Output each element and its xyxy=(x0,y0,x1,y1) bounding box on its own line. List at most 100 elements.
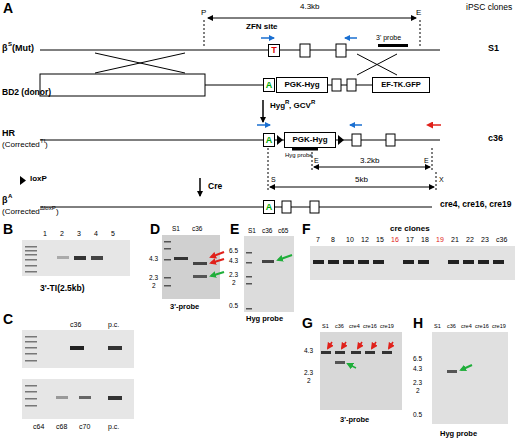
figure-label: 15 xyxy=(376,236,384,243)
figure-label: cre19 xyxy=(492,324,506,330)
gel-band xyxy=(493,260,504,264)
figure-label: Hyg probe xyxy=(246,315,283,323)
figure-label: 4.3 xyxy=(229,258,238,265)
band-arrow xyxy=(372,342,376,348)
panel-letter: F xyxy=(302,222,311,236)
vector-backbone xyxy=(40,74,205,96)
ladder-band xyxy=(25,398,37,400)
band-arrow xyxy=(211,252,224,257)
figure-label: 4.3 xyxy=(304,348,313,355)
primer-arrow xyxy=(261,37,274,39)
figure-label: E xyxy=(416,9,421,17)
figure-label: 2 xyxy=(307,378,311,385)
figure-label: 2.3 xyxy=(413,380,422,387)
band-arrow xyxy=(342,342,346,348)
figure-label: A xyxy=(8,193,12,199)
figure-label: c36 xyxy=(262,228,272,235)
site-line xyxy=(312,148,313,170)
figure-label: Hyg xyxy=(270,102,285,110)
figure-label: Cre xyxy=(208,182,222,191)
figure-label: TI xyxy=(40,138,45,144)
figure-label: X xyxy=(439,176,444,183)
figure-label: ) xyxy=(45,141,48,149)
figure-label: ) xyxy=(56,208,59,216)
figure-label: cre4 xyxy=(461,324,472,330)
figure-label: p.c. xyxy=(108,321,119,328)
primer-arrow xyxy=(257,124,270,126)
ladder-band xyxy=(25,265,37,267)
gel-band xyxy=(79,396,91,399)
gel-band xyxy=(448,260,459,264)
figure-label: 4.3kb xyxy=(300,3,320,11)
blot-band xyxy=(193,262,207,265)
figure-label: c65 xyxy=(278,228,288,235)
crossover-line xyxy=(95,53,185,73)
size-arrow xyxy=(314,167,430,168)
blot-image xyxy=(244,236,294,312)
blot-band xyxy=(262,260,274,263)
gel-band xyxy=(70,346,84,350)
panel-letter: C xyxy=(3,312,13,326)
panel-letter: A xyxy=(3,1,13,15)
loxp-triangle xyxy=(338,135,344,145)
figure-label: 21 xyxy=(451,236,459,243)
figure-label: c68 xyxy=(56,423,67,430)
ladder-band xyxy=(164,248,171,250)
exon-box xyxy=(336,44,346,57)
ladder-band xyxy=(25,360,37,362)
blot-image xyxy=(162,235,220,299)
figure-label: S1 xyxy=(434,324,441,330)
site-line xyxy=(420,20,421,48)
ladder-band xyxy=(246,262,252,264)
figure-label: (Corrected xyxy=(2,141,40,149)
blot-band xyxy=(351,351,361,354)
figure-label: 2 xyxy=(232,280,236,287)
figure-label: 2.3 xyxy=(304,370,313,377)
figure-label: 7 xyxy=(316,236,320,243)
figure-label: 2 xyxy=(152,283,156,290)
band-arrow xyxy=(211,272,224,276)
band-arrow xyxy=(328,342,332,348)
ladder-band xyxy=(25,405,37,407)
figure-label: S1 xyxy=(172,226,180,233)
loxp-triangle xyxy=(277,135,283,145)
figure-label: (Mut) xyxy=(12,44,34,53)
ladder-band xyxy=(246,283,252,285)
figure-label: 2 xyxy=(60,230,64,237)
step-arrow xyxy=(262,100,264,122)
figure-label: 6.5 xyxy=(229,248,238,255)
figure-label: c36 xyxy=(335,324,344,330)
band-arrow xyxy=(461,365,472,370)
panel-letter: H xyxy=(413,316,423,330)
blot-band xyxy=(365,351,375,354)
exon-box xyxy=(310,201,319,213)
figure-label: Hyg probe xyxy=(440,430,477,438)
figure-label: 10 xyxy=(346,236,354,243)
figure-label: E xyxy=(314,157,319,164)
figure-label: (Corrected xyxy=(2,208,40,216)
figure-label: S1 xyxy=(322,324,329,330)
legend-triangle xyxy=(20,176,26,185)
figure-label: S1 xyxy=(248,228,256,235)
figure-label: BD2 (donor) xyxy=(2,88,51,97)
box-text: PGK-Hyg xyxy=(284,81,319,89)
gel-band xyxy=(403,260,414,264)
band-arrow xyxy=(389,342,393,348)
figure-label: E xyxy=(424,157,429,164)
site-line xyxy=(204,20,205,48)
ladder-band xyxy=(164,259,171,261)
gel-image xyxy=(22,240,130,276)
ladder-band xyxy=(25,336,37,338)
gel-band xyxy=(358,260,369,264)
ladder-band xyxy=(25,341,37,343)
legend-text: loxP xyxy=(30,175,47,183)
gene-box: A xyxy=(263,200,275,214)
figure-label: 2.3 xyxy=(149,275,158,282)
gene-box: A xyxy=(263,78,275,92)
locus-line xyxy=(40,207,432,208)
ladder-band xyxy=(25,385,37,387)
figure-label: S xyxy=(271,176,276,183)
figure-label: 2 xyxy=(416,388,420,395)
figure-label: 2.3 xyxy=(229,272,238,279)
